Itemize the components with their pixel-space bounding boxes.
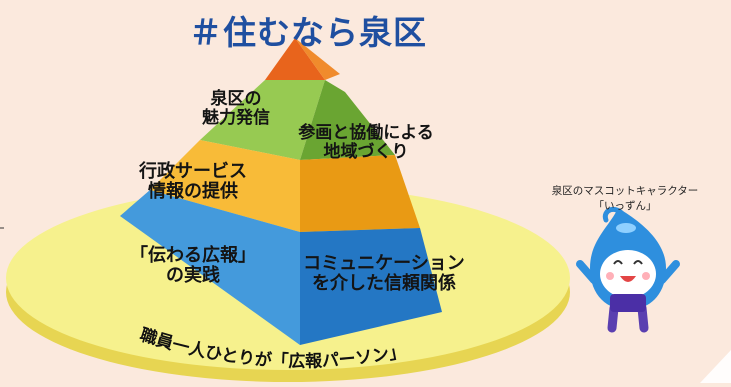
tier-label-4-line1: 「伝わる広報」 [130,245,256,266]
tier-label-5: コミュニケーション を介した信頼関係 [284,254,484,294]
tier-label-2-line2: 地域づくり [323,141,409,162]
mascot-icon [576,206,680,333]
tier-label-3: 行政サービス 情報の提供 [128,162,258,202]
tier-label-1: 泉区の 魅力発信 [190,90,282,127]
tier-label-1-line2: 魅力発信 [202,107,270,128]
tier-green-right [300,80,395,160]
page-fold [700,350,731,383]
mascot-caption-line2: 「いっずん」 [593,200,657,213]
tier-orange-highlight [150,140,300,232]
tier-label-2-line1: 参画と協働による [298,123,434,143]
tier-label-5-line1: コミュニケーション [303,253,465,274]
tier-blue-left [120,190,300,345]
tier-label-2: 参画と協働による 地域づくり [286,124,446,161]
tier-label-4-line2: の実践 [166,264,220,286]
tier-blue-highlight [120,190,300,345]
tier-green-left [200,80,325,160]
tier-green-highlight [200,80,325,160]
tier-label-1-line1: 泉区の [210,89,262,109]
apex-left [265,38,325,80]
tier-label-4: 「伝わる広報」 の実践 [128,246,258,286]
tier-blue-right [300,228,442,345]
tier-label-5-line2: を介した信頼関係 [312,272,456,294]
tier-label-3-line1: 行政サービス [139,161,247,182]
mascot-caption-line1: 泉区のマスコットキャラクター [551,185,699,197]
page-title: ＃住むなら泉区 [189,13,427,52]
tier-label-3-line2: 情報の提供 [148,180,238,202]
tier-orange-left [150,140,300,232]
apex-right [295,38,340,80]
tier-orange-right [300,155,420,232]
mascot-caption: 泉区のマスコットキャラクター 「いっずん」 [522,184,728,214]
